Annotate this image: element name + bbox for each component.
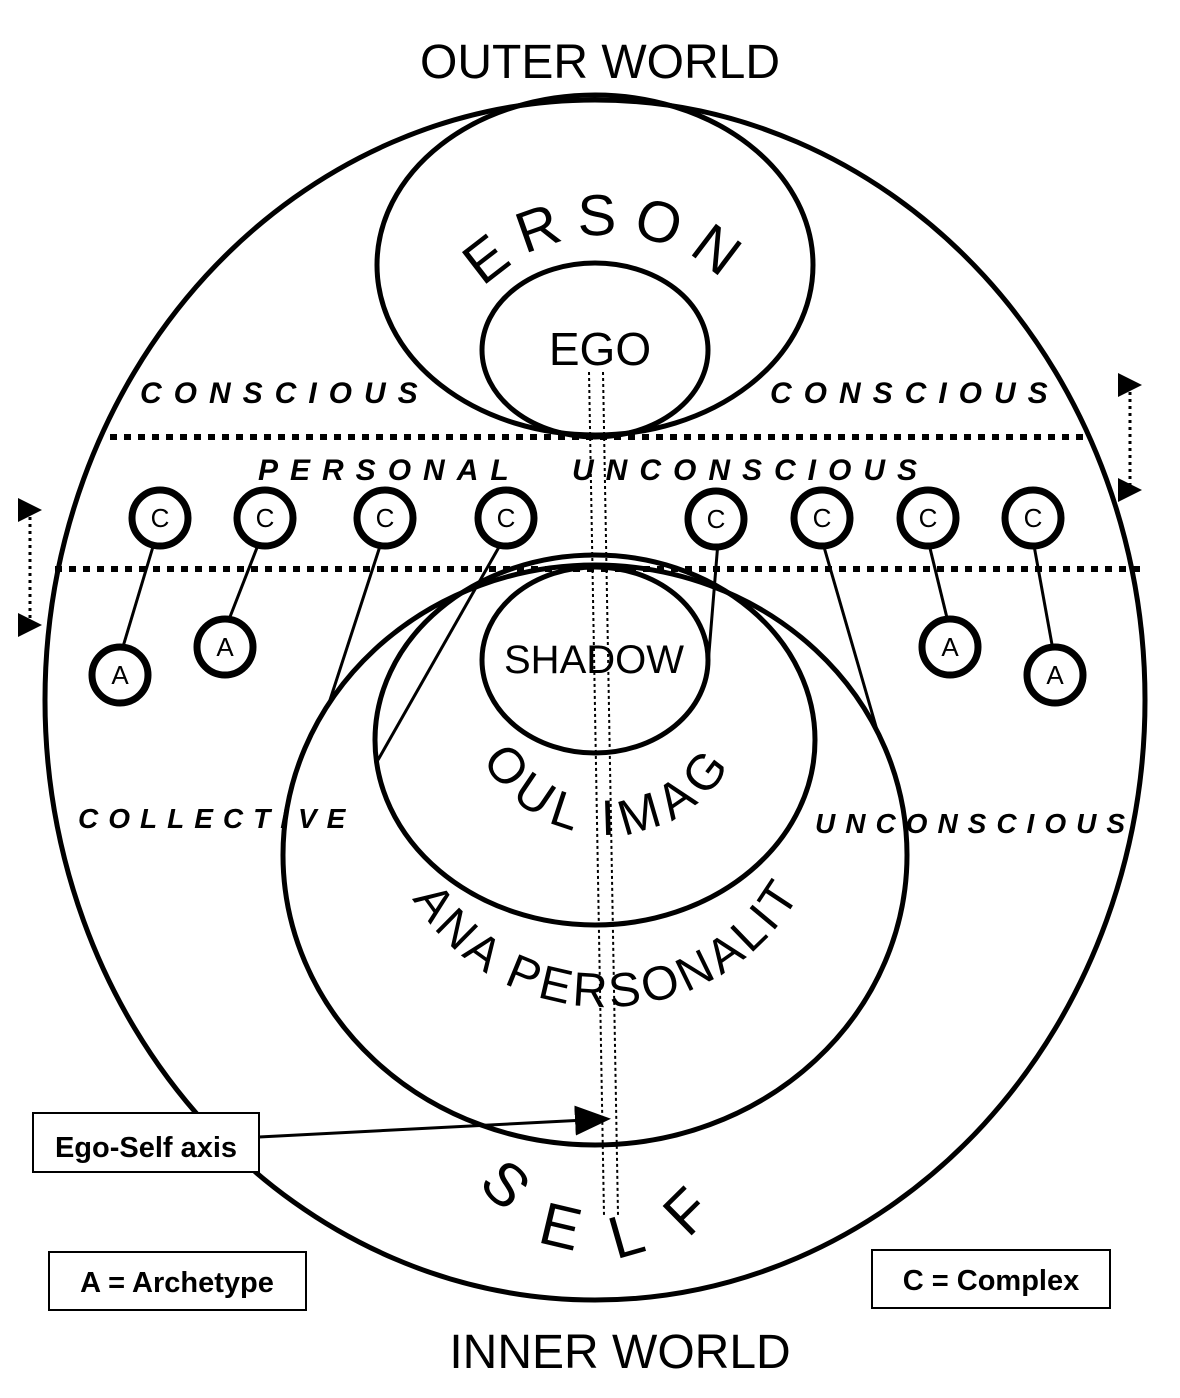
collective-label: COLLECTIVE xyxy=(78,803,355,834)
ego-label: EGO xyxy=(549,323,651,375)
ego-circle xyxy=(479,260,711,440)
archetype-letter: A xyxy=(1046,660,1064,690)
archetype-legend-text: A = Archetype xyxy=(80,1267,274,1299)
archetype-legend: A = Archetype xyxy=(48,1251,307,1311)
archetype-node: A xyxy=(1023,643,1087,707)
complex-node: C xyxy=(790,486,854,550)
conscious-right-label: CONSCIOUS xyxy=(770,377,1060,410)
complex-node: C xyxy=(1001,486,1065,550)
complex-letter: C xyxy=(151,503,170,533)
complex-node: C xyxy=(128,486,192,550)
complex-node: C xyxy=(233,486,297,550)
soul-image-label: SOUL IMAGE xyxy=(0,0,744,847)
archetype-letter: A xyxy=(941,632,959,662)
complex-node: C xyxy=(896,486,960,550)
connector-line xyxy=(328,539,384,701)
connector-line xyxy=(706,541,720,666)
connector-line xyxy=(226,539,262,623)
connector-line xyxy=(926,539,950,623)
ego-self-axis-arrow xyxy=(258,1105,611,1139)
connector-line xyxy=(820,539,879,731)
archetype-letter: A xyxy=(216,632,234,662)
personal-unconscious-label: UNCONSCIOUS xyxy=(572,454,929,487)
personal-label: PERSONAL xyxy=(258,454,521,487)
complex-node: C xyxy=(684,487,748,551)
self-outer-circle xyxy=(42,97,1148,1303)
connector-line xyxy=(1031,539,1055,651)
connector-line xyxy=(120,539,157,651)
ego-self-axis-callout: Ego-Self axis xyxy=(32,1105,611,1173)
soul-image-circle xyxy=(372,552,818,928)
outer-world-label: OUTER WORLD xyxy=(420,36,780,89)
ego-self-axis-text: Ego-Self axis xyxy=(55,1132,237,1164)
ego-self-axis-line-right xyxy=(602,371,619,1216)
archetype-letter: A xyxy=(111,660,129,690)
ego-self-axis-line-left xyxy=(588,371,605,1216)
connector-line xyxy=(376,539,505,761)
shadow-label: SHADOW xyxy=(504,638,684,682)
complex-letter: C xyxy=(707,504,726,534)
complex-letter: C xyxy=(497,503,516,533)
complex-node: C xyxy=(474,486,538,550)
archetype-node: A xyxy=(918,615,982,679)
complex-letter: C xyxy=(813,503,832,533)
complex-letter: C xyxy=(376,503,395,533)
complex-letter: C xyxy=(919,503,938,533)
complex-node: C xyxy=(353,486,417,550)
conscious-left-label: CONSCIOUS xyxy=(140,377,430,410)
collective-unconscious-label: UNCONSCIOUS xyxy=(815,808,1135,839)
complex-legend-text: C = Complex xyxy=(903,1265,1079,1297)
inner-world-label: INNER WORLD xyxy=(449,1326,790,1379)
self-label: SELF xyxy=(468,1146,752,1273)
archetype-node: A xyxy=(193,615,257,679)
complex-letter: C xyxy=(1024,503,1043,533)
archetype-node: A xyxy=(88,643,152,707)
complex-legend: C = Complex xyxy=(871,1249,1111,1309)
complex-letter: C xyxy=(256,503,275,533)
